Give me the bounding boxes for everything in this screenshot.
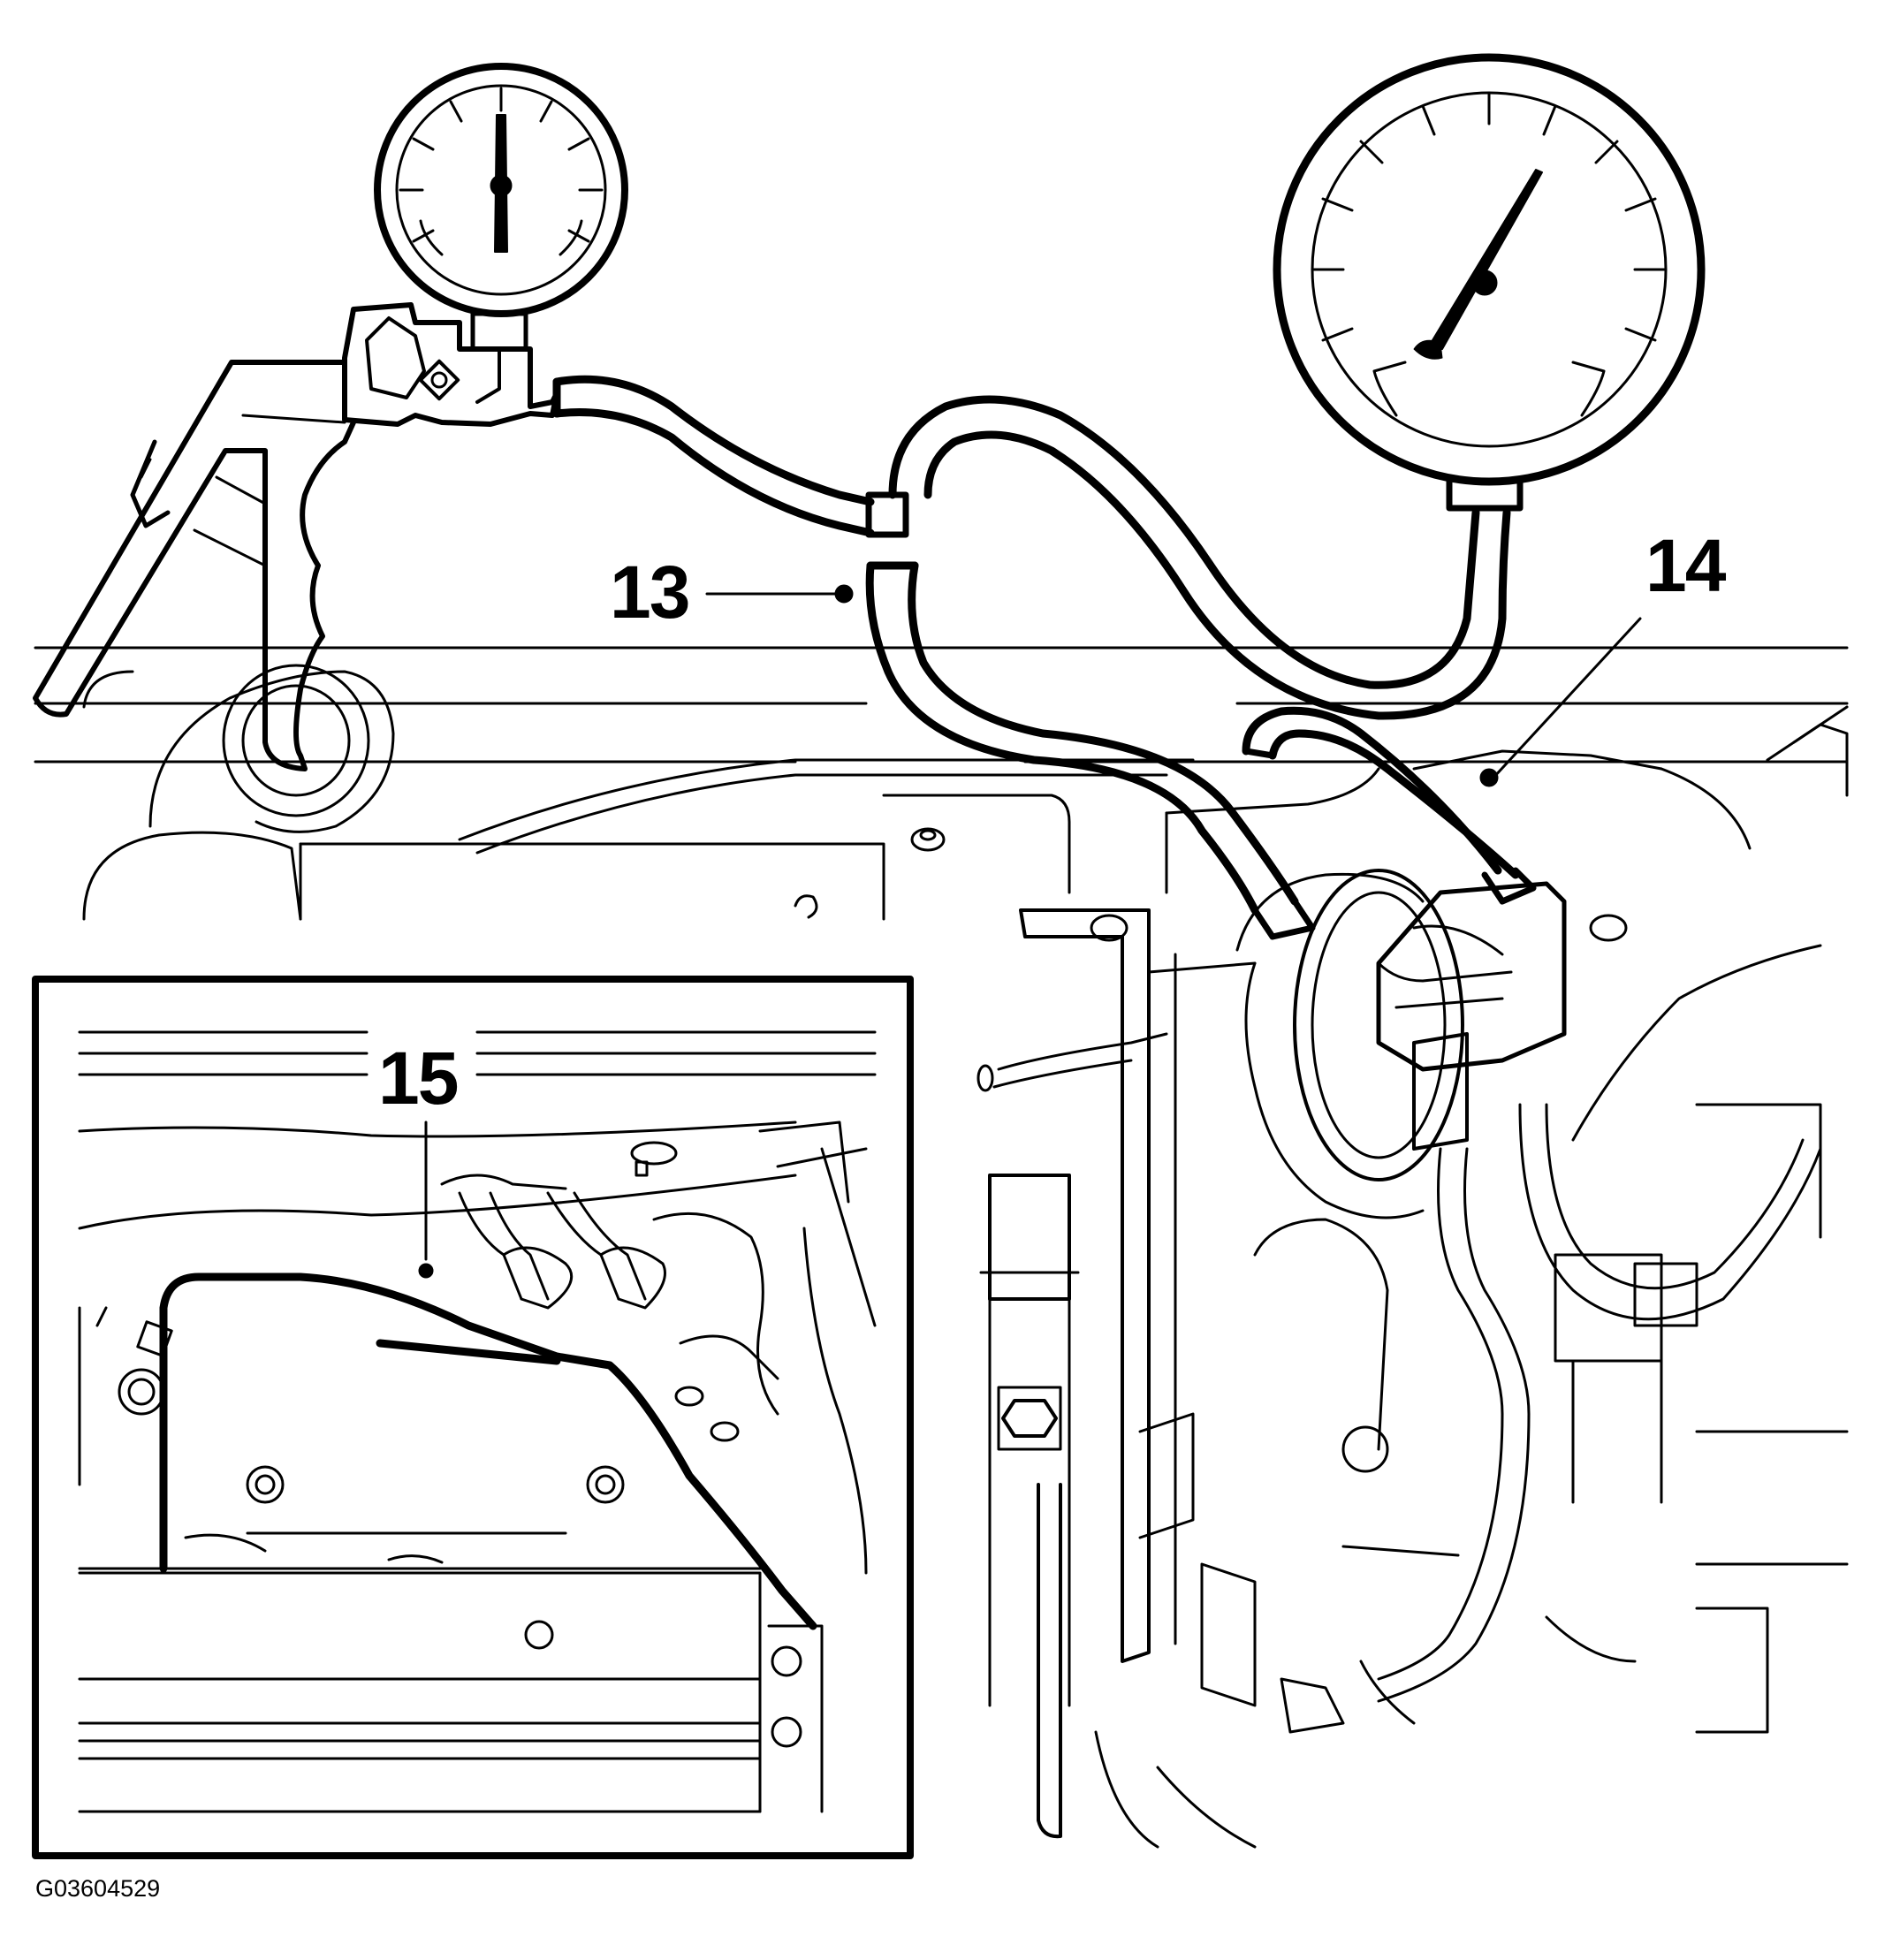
callout-14: 14 xyxy=(1645,524,1726,607)
vacuum-pump-gauge xyxy=(374,63,628,352)
bolt-icon xyxy=(1001,1399,1058,1438)
callout-13: 13 xyxy=(610,551,690,634)
vacuum-hoses xyxy=(552,375,1537,940)
bolt-icon xyxy=(771,1716,802,1748)
bolt-icon xyxy=(586,1465,625,1504)
pressure-gauge xyxy=(1273,53,1706,512)
inset-panel xyxy=(32,976,914,1859)
bolt-icon xyxy=(1090,914,1128,942)
fuel-pressure-regulator xyxy=(976,869,1849,1849)
bolt-icon xyxy=(771,1645,802,1677)
hand-vacuum-pump xyxy=(33,302,559,771)
bolt-icon xyxy=(910,827,946,852)
callout-15: 15 xyxy=(378,1037,459,1120)
bolt-icon xyxy=(246,1465,285,1504)
bolt-icon xyxy=(524,1620,554,1650)
figure-id: G03604529 xyxy=(35,1875,161,1902)
gauge-needle-icon xyxy=(1429,169,1543,350)
callout-leaders xyxy=(705,584,1642,787)
bolt-icon xyxy=(1589,914,1628,942)
